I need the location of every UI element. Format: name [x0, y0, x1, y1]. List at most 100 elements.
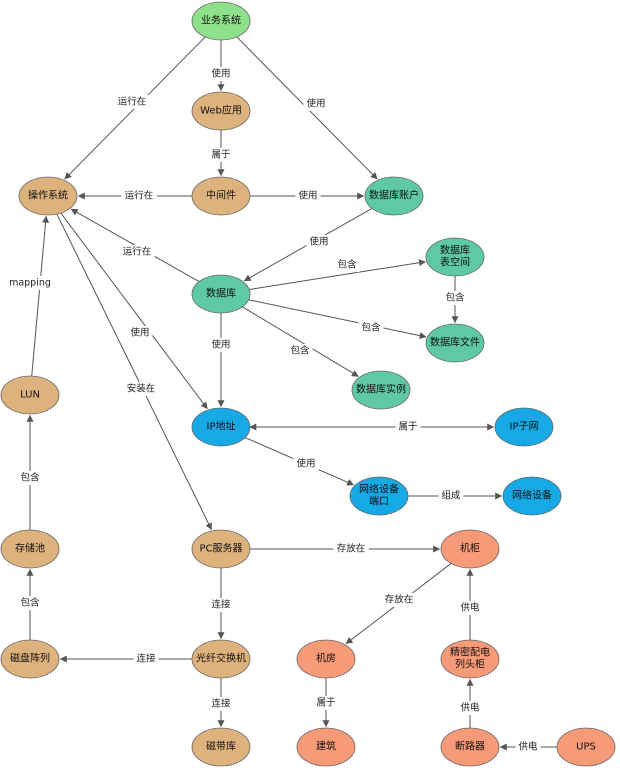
edge-label-text: 属于	[398, 422, 417, 433]
edge-label-fcswitch-array: 连接	[133, 652, 159, 666]
edge-label-database-dbfile: 包含	[358, 321, 384, 335]
edge-label-port-netdev: 组成	[438, 489, 464, 503]
edge-label-text: 包含	[290, 345, 310, 357]
node-label: 数据库文件	[430, 336, 480, 349]
edge-label-bg	[358, 321, 384, 335]
node-label: 磁盘阵列	[10, 652, 50, 665]
node-cabinet[interactable]: 机柜	[440, 529, 500, 569]
edge-label-bg	[123, 382, 159, 396]
edge-label-bg	[395, 420, 421, 434]
node-shape	[364, 176, 424, 216]
node-dbfile[interactable]: 数据库文件	[425, 323, 485, 363]
edge-lun-os	[31, 215, 50, 377]
node-ups[interactable]: UPS	[556, 727, 616, 767]
edge-label-database-tablespace: 包含	[334, 258, 360, 272]
edge-label-text: 使用	[211, 68, 230, 80]
node-netdev[interactable]: 网络设备	[502, 476, 562, 516]
node-fcswitch[interactable]: 光纤交换机	[191, 639, 251, 679]
edge-label-ip-subnet: 属于	[395, 420, 421, 434]
node-shape	[191, 91, 251, 131]
node-ip[interactable]: IP地址	[191, 407, 251, 447]
edge-label-text: 包含	[445, 292, 465, 304]
edge-label-lun-os: mapping	[8, 276, 52, 290]
edge-label-bg	[208, 67, 234, 81]
edge-label-ip-port: 使用	[293, 457, 319, 471]
edge-label-text: 使用	[130, 327, 149, 339]
edge-label-middleware-dbaccount: 使用	[295, 189, 321, 203]
edge-label-bg	[303, 97, 329, 111]
node-label: 机柜	[460, 542, 480, 555]
edge-label-yewu-os: 运行在	[114, 95, 150, 109]
edge-database-dbfile	[248, 299, 427, 340]
edge-label-bg	[17, 596, 43, 610]
edge-label-text: 包含	[337, 259, 357, 271]
edge-label-bg	[121, 189, 157, 203]
node-dbinstance[interactable]: 数据库实例	[351, 370, 411, 410]
node-yewu[interactable]: 业务系统	[191, 1, 251, 41]
node-os[interactable]: 操作系统	[18, 176, 78, 216]
node-building[interactable]: 建筑	[296, 727, 356, 767]
edge-label-bg	[17, 471, 43, 485]
edge-database-tablespace	[249, 259, 427, 291]
node-database[interactable]: 数据库	[191, 274, 251, 314]
edge-label-pool-lun: 包含	[17, 471, 43, 485]
edge-labels-layer: 运行在使用使用属于运行在使用使用运行在包含包含包含包含使用使用安装在mappin…	[8, 67, 541, 754]
node-label: 中间件	[206, 189, 236, 202]
edge-label-bg	[293, 457, 319, 471]
node-shape	[191, 176, 251, 216]
node-breaker[interactable]: 断路器	[440, 727, 500, 767]
edge-label-database-dbinstance: 包含	[287, 344, 313, 358]
node-shape	[18, 176, 78, 216]
edge-os-pc	[56, 213, 212, 531]
edge-label-database-ip: 使用	[208, 338, 234, 352]
node-label: 磁带库	[206, 740, 236, 753]
edge-label-dbaccount-database: 使用	[306, 235, 332, 249]
node-label: Web应用	[200, 104, 242, 117]
edge-label-breaker-pdu: 供电	[457, 701, 483, 715]
node-label: 机房	[316, 652, 336, 665]
node-array[interactable]: 磁盘阵列	[0, 639, 60, 679]
edge-label-pc-cabinet: 存放在	[333, 542, 369, 556]
edge-label-bg	[334, 258, 360, 272]
edge-label-bg	[457, 601, 483, 615]
edge-label-ups-breaker: 供电	[515, 740, 541, 754]
edge-label-bg	[442, 291, 468, 305]
node-shape	[191, 529, 251, 569]
edge-label-text: 属于	[316, 698, 335, 709]
edge-label-text: 供电	[460, 702, 480, 714]
edge-label-text: 连接	[211, 599, 231, 611]
node-shape	[440, 639, 500, 679]
edge-label-bg	[457, 701, 483, 715]
node-shape	[556, 727, 616, 767]
node-label: 数据库实例	[356, 383, 406, 396]
node-tape[interactable]: 磁带库	[191, 727, 251, 767]
edge-label-text: 存放在	[385, 594, 414, 606]
node-label: IP地址	[207, 420, 236, 433]
node-label: PC服务器	[199, 542, 242, 555]
node-lun[interactable]: LUN	[0, 375, 60, 415]
edge-label-bg	[208, 148, 234, 162]
node-pc[interactable]: PC服务器	[191, 529, 251, 569]
node-middleware[interactable]: 中间件	[191, 176, 251, 216]
edge-label-database-os: 运行在	[119, 245, 155, 259]
node-subnet[interactable]: IP子网	[494, 407, 554, 447]
node-label: IP子网	[510, 421, 539, 433]
edge-label-text: 使用	[309, 236, 328, 248]
node-web[interactable]: Web应用	[191, 91, 251, 131]
node-shape	[425, 323, 485, 363]
edge-label-text: 安装在	[127, 383, 156, 395]
node-dbaccount[interactable]: 数据库账户	[364, 176, 424, 216]
node-shape	[191, 274, 251, 314]
edge-label-fcswitch-tape: 连接	[208, 697, 234, 711]
edge-label-text: 运行在	[125, 190, 154, 202]
edge-label-pc-fcswitch: 连接	[208, 598, 234, 612]
edge-label-yewu-web: 使用	[208, 67, 234, 81]
edge-label-room-building: 属于	[313, 696, 339, 710]
edge-label-middleware-os: 运行在	[121, 189, 157, 203]
node-room[interactable]: 机房	[296, 639, 356, 679]
node-shape	[191, 639, 251, 679]
node-pool[interactable]: 存储池	[0, 529, 60, 569]
